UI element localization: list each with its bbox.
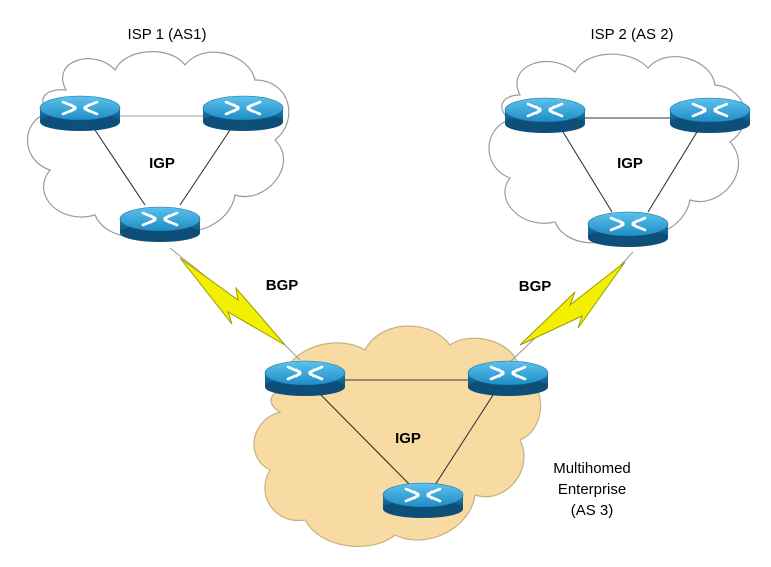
enterprise-title-line-3: (AS 3): [571, 502, 614, 519]
router-isp1-bottom: [118, 205, 202, 244]
enterprise-title-line-1: Multihomed: [553, 460, 631, 477]
bgp-link-left: [169, 247, 301, 361]
router-isp2-right: [668, 96, 752, 135]
router-isp2-left: [503, 96, 587, 135]
enterprise-title: Multihomed Enterprise (AS 3): [553, 460, 631, 519]
enterprise-igp-label: IGP: [395, 430, 421, 447]
router-ent-bottom: [381, 481, 465, 520]
enterprise-title-line-2: Enterprise: [558, 481, 626, 498]
router-isp1-right: [201, 94, 285, 133]
bgp-right-label: BGP: [519, 278, 552, 295]
router-isp1-left: [38, 94, 122, 133]
router-isp2-bottom: [586, 210, 670, 249]
bgp-link-right: [509, 251, 634, 363]
isp1-igp-label: IGP: [149, 155, 175, 172]
bgp-left-label: BGP: [266, 277, 299, 294]
router-ent-right: [466, 359, 550, 398]
isp2-igp-label: IGP: [617, 155, 643, 172]
router-ent-left: [263, 359, 347, 398]
isp1-title: ISP 1 (AS1): [128, 26, 207, 43]
isp2-title: ISP 2 (AS 2): [590, 26, 673, 43]
